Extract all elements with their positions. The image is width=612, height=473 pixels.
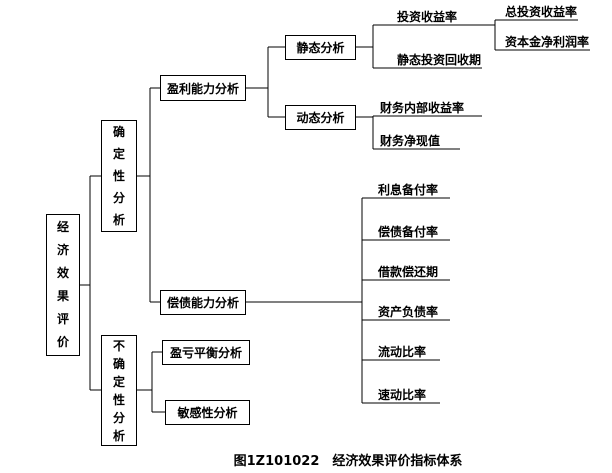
leaf-static-payback-period: 静态投资回收期 <box>397 53 482 67</box>
leaf-financial-npv: 财务净现值 <box>380 134 441 148</box>
leaf-debt-service-coverage-ratio: 偿债备付率 <box>378 225 439 239</box>
node-breakeven-analysis-label: 盈亏平衡分析 <box>169 346 242 360</box>
leaf-total-investment-return-rate: 总投资收益率 <box>505 5 578 19</box>
leaf-interest-coverage-ratio: 利息备付率 <box>378 183 439 197</box>
node-profitability-analysis: 盈利能力分析 <box>160 75 246 101</box>
leaf-current-ratio: 流动比率 <box>378 345 427 359</box>
connector-dynamic-branch <box>356 115 482 150</box>
node-static-analysis-label: 静态分析 <box>296 41 345 55</box>
connector-uncertainty-branch <box>137 351 165 413</box>
connector-root-branch <box>80 175 101 391</box>
node-sensitivity-analysis: 敏感性分析 <box>165 400 250 425</box>
connector-static-branch <box>356 24 482 69</box>
node-breakeven-analysis: 盈亏平衡分析 <box>162 340 250 365</box>
node-economic-effect-evaluation-label: 经济效果评价 <box>56 220 69 349</box>
node-dynamic-analysis: 动态分析 <box>285 105 356 130</box>
node-uncertainty-analysis-label: 不确定性分析 <box>112 338 125 443</box>
connector-solvency-branch <box>246 197 450 404</box>
leaf-capital-net-profit-rate: 资本金净利润率 <box>505 35 590 49</box>
node-profitability-analysis-label: 盈利能力分析 <box>166 81 239 96</box>
node-uncertainty-analysis: 不确定性分析 <box>101 335 137 446</box>
figure-caption: 图1Z101022 经济效果评价指标体系 <box>233 454 463 469</box>
connector-roi-branch <box>462 19 590 51</box>
leaf-asset-liability-ratio: 资产负债率 <box>378 305 439 319</box>
node-solvency-analysis: 偿债能力分析 <box>160 290 246 315</box>
leaf-loan-repayment-period: 借款偿还期 <box>378 265 439 279</box>
node-sensitivity-analysis-label: 敏感性分析 <box>177 406 238 420</box>
connector-certainty-branch <box>137 87 160 303</box>
node-certainty-analysis: 确定性分析 <box>101 120 137 232</box>
node-static-analysis: 静态分析 <box>285 35 356 60</box>
node-certainty-analysis-label: 确定性分析 <box>112 125 125 227</box>
node-solvency-analysis-label: 偿债能力分析 <box>166 296 239 310</box>
leaf-investment-return-rate: 投资收益率 <box>397 10 458 24</box>
leaf-financial-irr: 财务内部收益率 <box>380 101 465 115</box>
connector-profitability-branch <box>246 46 285 118</box>
leaf-quick-ratio: 速动比率 <box>378 388 427 402</box>
node-dynamic-analysis-label: 动态分析 <box>296 111 345 125</box>
node-economic-effect-evaluation: 经济效果评价 <box>46 214 80 356</box>
